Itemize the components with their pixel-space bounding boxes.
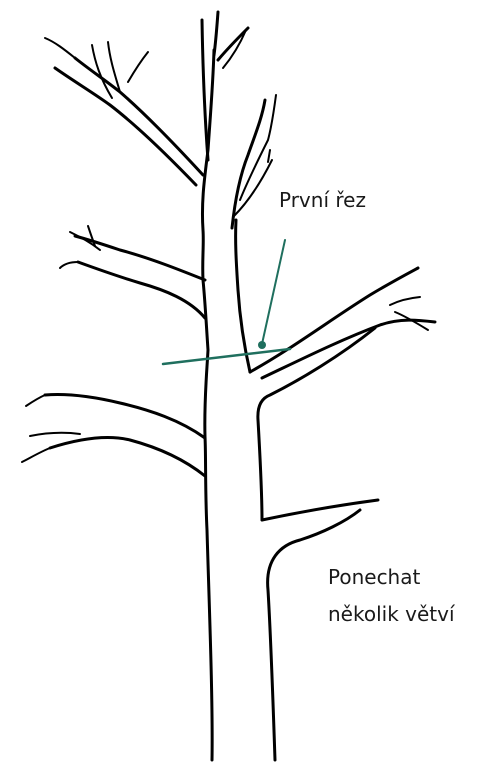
mid-left-twig-b <box>60 262 78 268</box>
upper-right-stem <box>232 100 265 228</box>
lower-left-twig-b <box>22 448 50 462</box>
mid-left-branch-bottom <box>78 262 205 318</box>
upper-left-branch-top <box>75 58 203 175</box>
first-cut-label: První řez <box>279 185 366 216</box>
cut-pointer-line <box>262 240 285 344</box>
lower-left-branch-bottom <box>50 438 205 476</box>
trunk-right-edge <box>268 510 360 760</box>
keep-branches-label: Ponechat několik větví <box>328 562 455 630</box>
upper-left-twig-c <box>45 38 75 58</box>
trunk-right-edge-upper <box>236 220 250 372</box>
cut-line <box>163 349 290 364</box>
cut-pointer-dot <box>258 341 266 349</box>
lower-left-branch-top <box>45 394 205 438</box>
keep-branches-line1: Ponechat <box>328 562 455 593</box>
lower-left-twig-c <box>26 395 45 406</box>
lower-left-twig-a <box>30 433 80 436</box>
small-fork-mark <box>268 150 270 162</box>
upper-left-twig-d <box>128 52 148 82</box>
crown-center-fork <box>214 12 218 55</box>
keep-branches-line2: několik větví <box>328 599 455 630</box>
upper-left-branch-bottom <box>55 68 196 185</box>
first-cut-text: První řez <box>279 188 366 212</box>
first-cut-marker <box>163 240 290 364</box>
crown-left-fork <box>202 20 208 160</box>
right-upper-twig-a <box>390 297 420 305</box>
tree-outline <box>22 12 435 760</box>
